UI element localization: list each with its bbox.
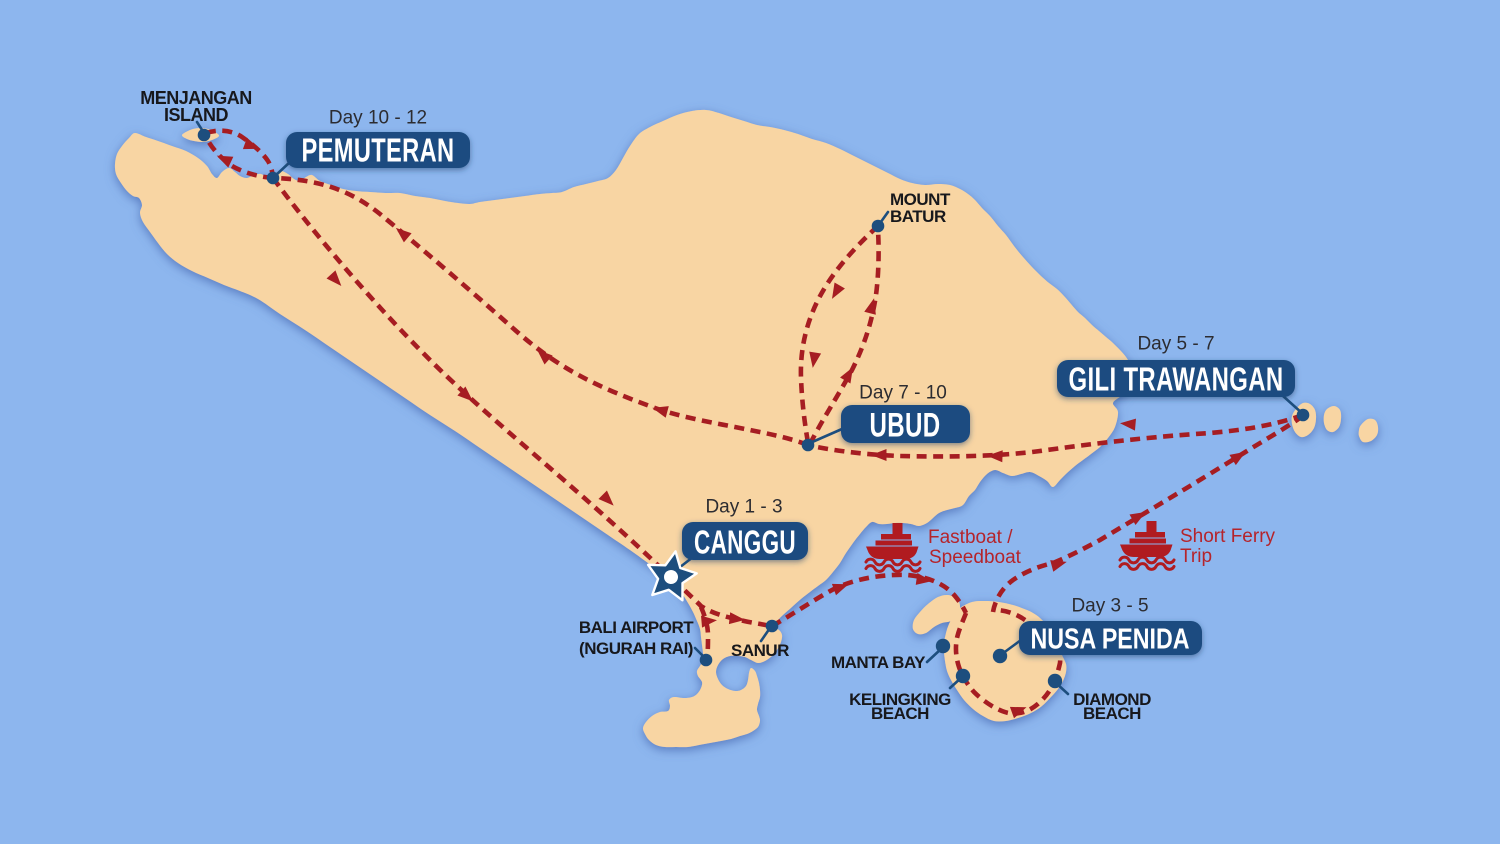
svg-text:Day 7 - 10: Day 7 - 10 (859, 383, 947, 404)
svg-text:CANGGU: CANGGU (694, 524, 796, 561)
svg-text:Day 5 - 7: Day 5 - 7 (1137, 334, 1214, 355)
svg-text:MENJANGAN: MENJANGAN (140, 88, 252, 108)
svg-text:(NGURAH RAI): (NGURAH RAI) (579, 639, 693, 658)
svg-text:BEACH: BEACH (1083, 704, 1141, 723)
svg-text:Fastboat /: Fastboat / (928, 527, 1013, 548)
svg-text:KELINGKING: KELINGKING (849, 690, 951, 709)
svg-text:SANUR: SANUR (731, 641, 789, 660)
svg-text:GILI TRAWANGAN: GILI TRAWANGAN (1069, 361, 1284, 398)
svg-text:Trip: Trip (1180, 546, 1212, 567)
svg-text:BEACH: BEACH (871, 704, 929, 723)
svg-text:MOUNT: MOUNT (890, 190, 951, 209)
svg-text:Speedboat: Speedboat (929, 547, 1022, 568)
svg-text:ISLAND: ISLAND (164, 105, 229, 125)
svg-text:BALI AIRPORT: BALI AIRPORT (579, 618, 694, 637)
svg-text:DIAMOND: DIAMOND (1073, 690, 1151, 709)
svg-text:Short Ferry: Short Ferry (1180, 526, 1276, 547)
svg-text:Day 1 - 3: Day 1 - 3 (705, 497, 782, 518)
svg-text:MANTA BAY: MANTA BAY (831, 653, 926, 672)
svg-text:Day 10 - 12: Day 10 - 12 (329, 108, 427, 129)
svg-text:PEMUTERAN: PEMUTERAN (302, 132, 455, 169)
svg-text:NUSA PENIDA: NUSA PENIDA (1031, 624, 1190, 656)
svg-text:UBUD: UBUD (870, 407, 941, 445)
svg-text:Day 3 - 5: Day 3 - 5 (1071, 596, 1148, 617)
svg-text:BATUR: BATUR (890, 207, 946, 226)
